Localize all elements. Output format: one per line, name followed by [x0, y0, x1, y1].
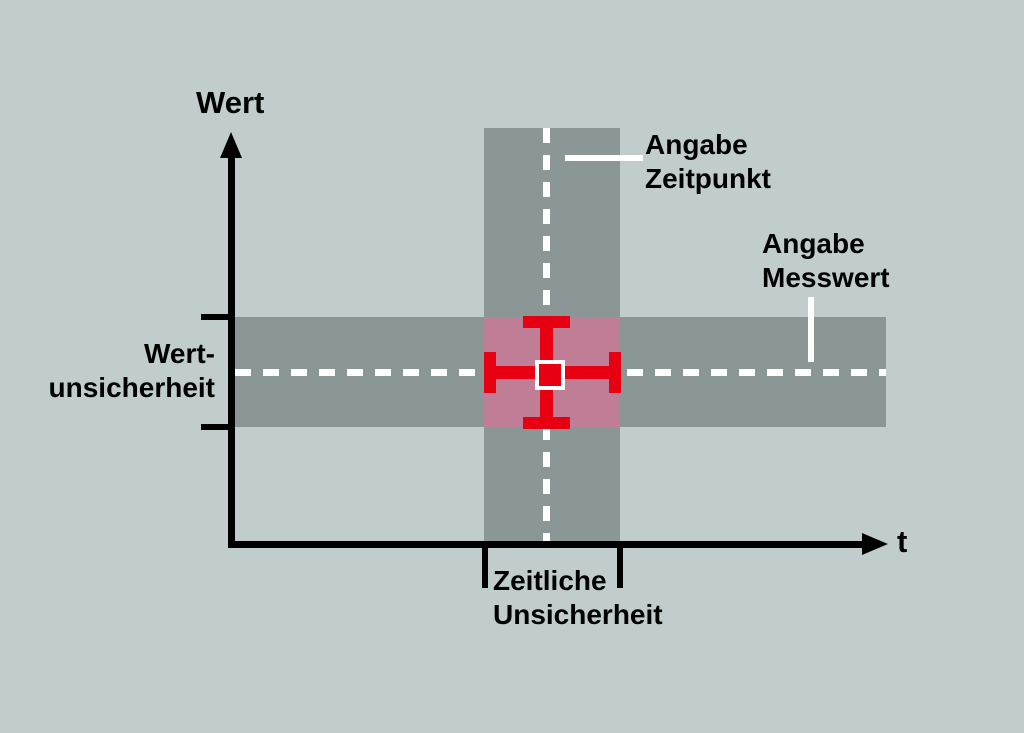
x-axis-tick-left — [482, 548, 488, 588]
x-axis-title: t — [897, 524, 908, 559]
x-axis-arrow-icon — [862, 533, 888, 555]
y-axis-title: Wert — [196, 85, 265, 120]
annotation-time-point-label: Angabe Zeitpunkt — [645, 129, 771, 195]
y-error-cap-bottom — [523, 417, 570, 429]
y-error-cap-top — [523, 316, 570, 328]
time-uncertainty-label: Zeitliche Unsicherheit — [493, 565, 663, 631]
x-error-cap-right — [609, 352, 621, 393]
x-axis-line — [228, 541, 873, 548]
x-axis-tick-right — [617, 548, 623, 588]
y-axis-tick-lower — [201, 424, 235, 430]
leader-line-measured-value — [808, 297, 814, 362]
value-uncertainty-label: Wert- unsicherheit — [48, 338, 215, 404]
y-axis-arrow-icon — [220, 132, 242, 158]
annotation-measured-value-label: Angabe Messwert — [762, 228, 890, 294]
leader-line-time-point — [565, 155, 643, 161]
data-point-marker — [535, 360, 565, 390]
y-axis-line — [228, 150, 235, 546]
y-axis-tick-upper — [201, 314, 235, 320]
x-error-cap-left — [484, 352, 496, 393]
